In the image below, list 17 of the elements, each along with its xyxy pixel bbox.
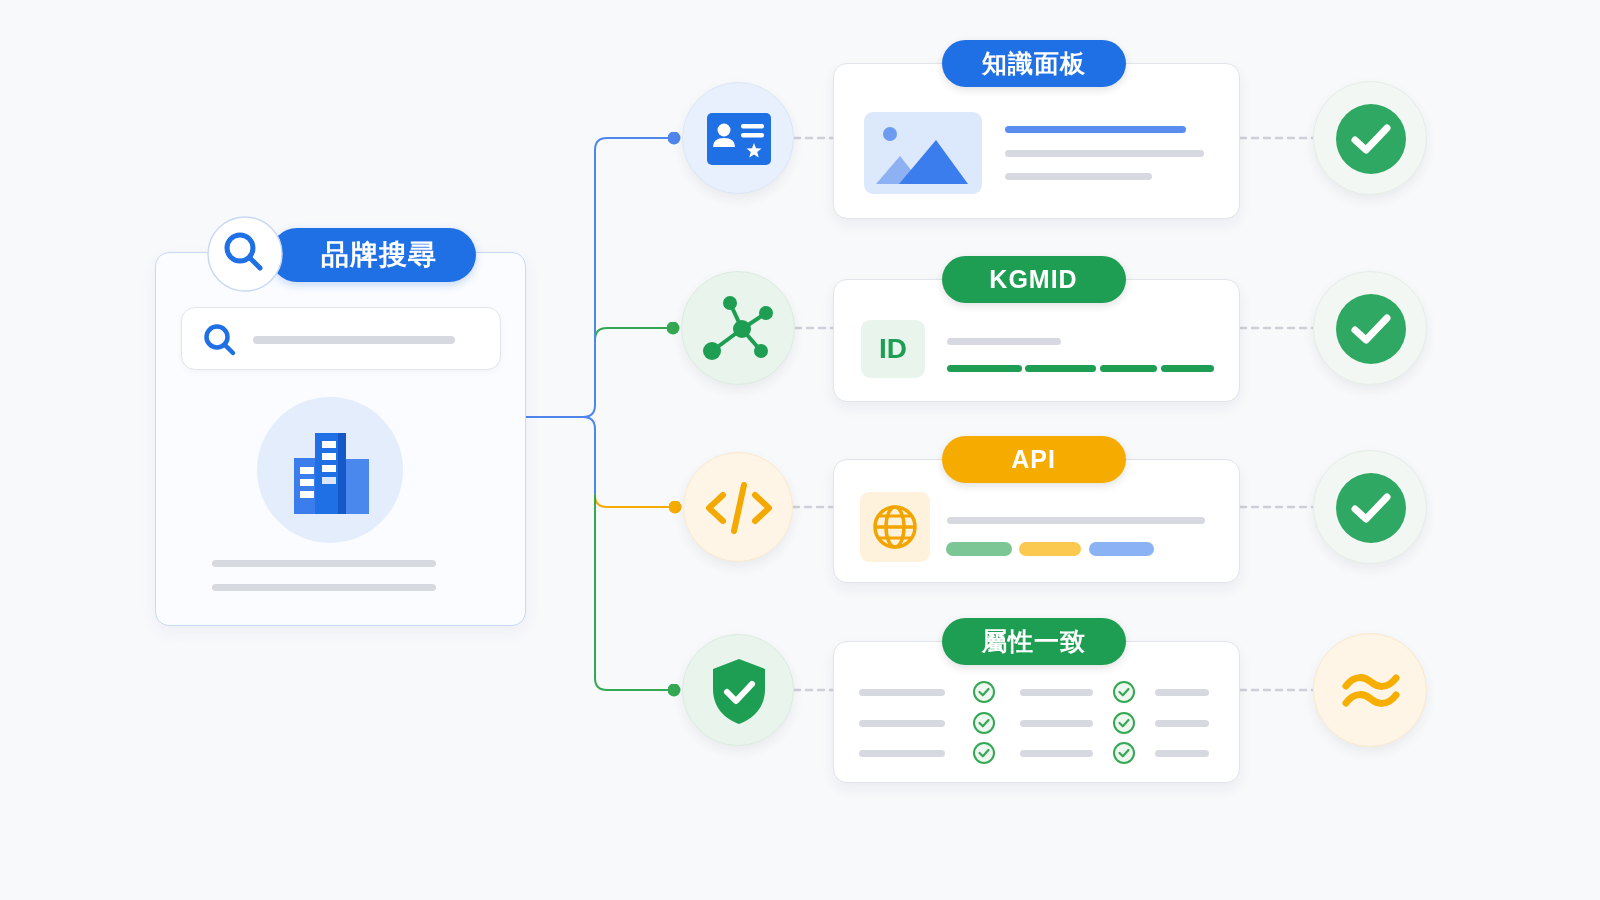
connector xyxy=(525,416,584,418)
dashed-connector xyxy=(1238,136,1315,140)
title-pill: 屬性一致 xyxy=(941,618,1126,665)
dashed-connector xyxy=(793,326,835,330)
id-tile: ID xyxy=(861,320,925,378)
dashed-connector xyxy=(1238,688,1315,692)
dashed-connector xyxy=(1238,326,1315,330)
dashed-connector xyxy=(791,505,835,509)
title-pill: API xyxy=(941,436,1126,483)
title-pill: 知識面板 xyxy=(941,40,1126,87)
dashed-connector xyxy=(1238,505,1315,509)
dashed-connector xyxy=(792,136,835,140)
dashed-connector xyxy=(792,688,835,692)
connector xyxy=(582,416,596,496)
connector xyxy=(594,494,681,697)
connector xyxy=(594,131,681,341)
title-pill: KGMID xyxy=(941,256,1126,303)
